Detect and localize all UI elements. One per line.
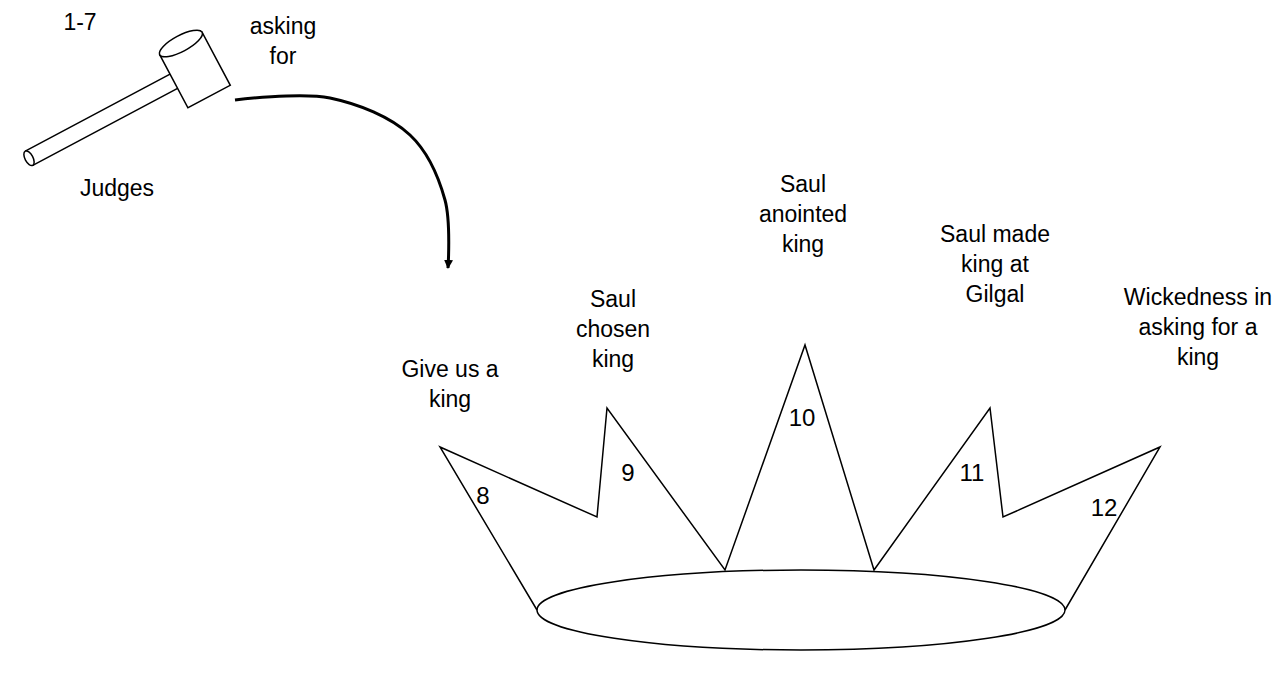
chapter-number: 11 [960, 461, 985, 485]
handle-end [22, 149, 37, 167]
chapter-number: 10 [789, 406, 816, 430]
chapter-heading: Saul anointed king [748, 170, 858, 260]
chapter-number: 8 [476, 484, 489, 508]
chapter-heading: Saul chosen king [567, 285, 659, 375]
chapter-heading: Saul made king at Gilgal [930, 220, 1060, 310]
gavel-head-top [156, 25, 206, 62]
crown-base [537, 570, 1065, 650]
chapter-heading: Wickedness in asking for a king [1123, 283, 1273, 373]
chapter-number: 12 [1091, 496, 1118, 520]
gavel-group [8, 25, 231, 186]
chapter-number: 9 [621, 461, 634, 485]
gavel-handle [25, 74, 177, 165]
curved-arrow [235, 96, 449, 268]
crown-node: Give us a king8Saul chosen king9Saul ano… [380, 268, 1180, 654]
chapter-heading: Give us a king [395, 355, 505, 415]
chapter-heading: 1-7 [50, 8, 110, 38]
edge-label: asking for [238, 12, 328, 72]
chapter-heading: Judges [62, 174, 172, 204]
crown-outline [380, 268, 1180, 654]
gavel-node: 1-7Judges [5, 8, 235, 213]
